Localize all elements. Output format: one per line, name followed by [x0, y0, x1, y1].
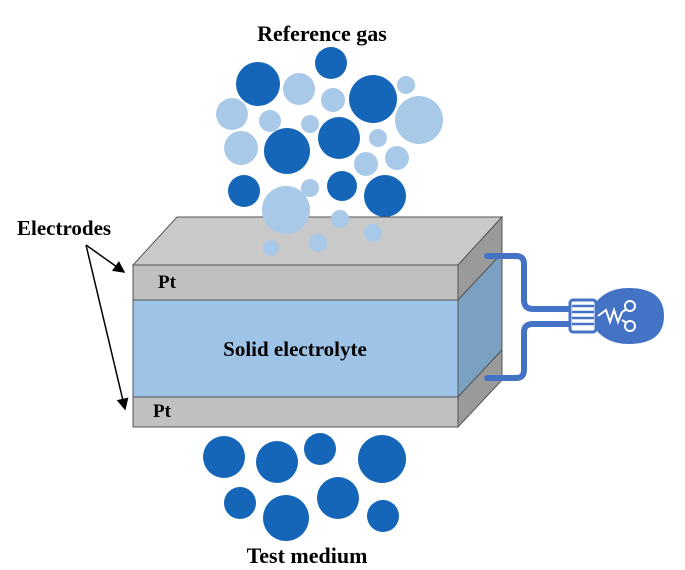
- light-molecule: [395, 96, 443, 144]
- arrow-to-bottom-electrode: [85, 244, 129, 411]
- light-molecule: [369, 129, 387, 147]
- test-medium-molecules: [203, 433, 406, 541]
- light-molecule: [259, 110, 281, 132]
- dark-molecule: [317, 477, 359, 519]
- light-molecule: [385, 146, 409, 170]
- light-molecule: [216, 98, 248, 130]
- light-molecule: [397, 76, 415, 94]
- dark-molecule: [256, 441, 298, 483]
- dark-molecule: [304, 433, 336, 465]
- dark-molecule: [327, 171, 357, 201]
- reference-gas-label: Reference gas: [257, 21, 387, 46]
- electrode-top: [132, 264, 459, 301]
- test-medium-label: Test medium: [247, 543, 368, 568]
- dark-molecule: [228, 175, 260, 207]
- wire-top: [484, 253, 575, 312]
- dark-molecule: [203, 436, 245, 478]
- dark-molecule: [263, 495, 309, 541]
- light-molecule: [224, 131, 258, 165]
- pt-top-label: Pt: [158, 272, 177, 293]
- light-molecule: [283, 73, 315, 105]
- light-molecule: [364, 224, 382, 242]
- dark-molecule: [367, 500, 399, 532]
- light-molecule: [262, 186, 310, 234]
- light-molecule: [301, 115, 319, 133]
- light-molecule: [321, 88, 345, 112]
- solid-electrolyte: [132, 299, 459, 398]
- light-molecule: [354, 152, 378, 176]
- dark-molecule: [364, 175, 406, 217]
- wire-bottom: [484, 321, 575, 381]
- reference-gas-molecules-over-face: [262, 186, 382, 256]
- arrow-to-top-electrode: [85, 244, 126, 273]
- pt-bottom-label: Pt: [153, 401, 172, 422]
- dark-molecule: [349, 75, 397, 123]
- dark-molecule: [358, 435, 406, 483]
- dark-molecule: [315, 47, 347, 79]
- dark-molecule: [264, 128, 310, 174]
- dark-molecule: [236, 62, 280, 106]
- light-molecule: [263, 240, 279, 256]
- solid-electrolyte-label: Solid electrolyte: [223, 337, 367, 361]
- light-bulb-icon: [568, 288, 664, 344]
- light-molecule: [331, 210, 349, 228]
- dark-molecule: [224, 487, 256, 519]
- electrode-bottom: [132, 396, 459, 428]
- light-molecule: [309, 234, 327, 252]
- electrodes-label: Electrodes: [17, 216, 111, 240]
- dark-molecule: [318, 117, 360, 159]
- light-molecule: [301, 179, 319, 197]
